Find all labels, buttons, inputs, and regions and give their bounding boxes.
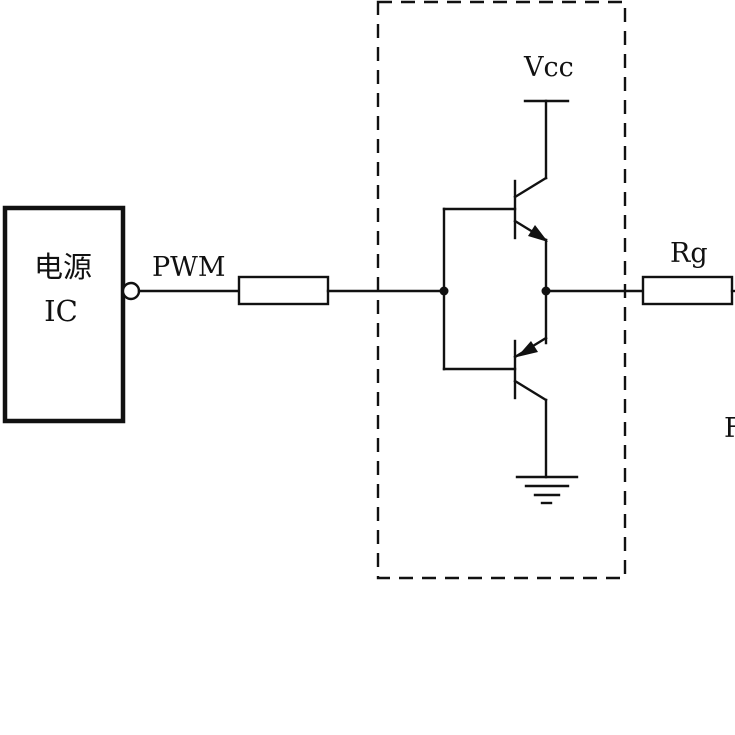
npn-transistor	[513, 176, 548, 242]
ground-icon	[515, 475, 579, 505]
cut-off-label: F	[724, 413, 735, 444]
vcc-label: Vcc	[523, 52, 574, 83]
power-ic-box	[2, 205, 126, 424]
input-resistor	[237, 275, 330, 306]
pwm-label: PWM	[152, 252, 226, 283]
ic-label-line1: 电源	[34, 250, 92, 284]
rg-label: Rg	[670, 238, 708, 269]
pnp-transistor	[513, 336, 548, 402]
gate-resistor	[641, 275, 734, 306]
pwm-output-pin	[121, 281, 141, 301]
ic-label-line2: IC	[44, 294, 78, 328]
